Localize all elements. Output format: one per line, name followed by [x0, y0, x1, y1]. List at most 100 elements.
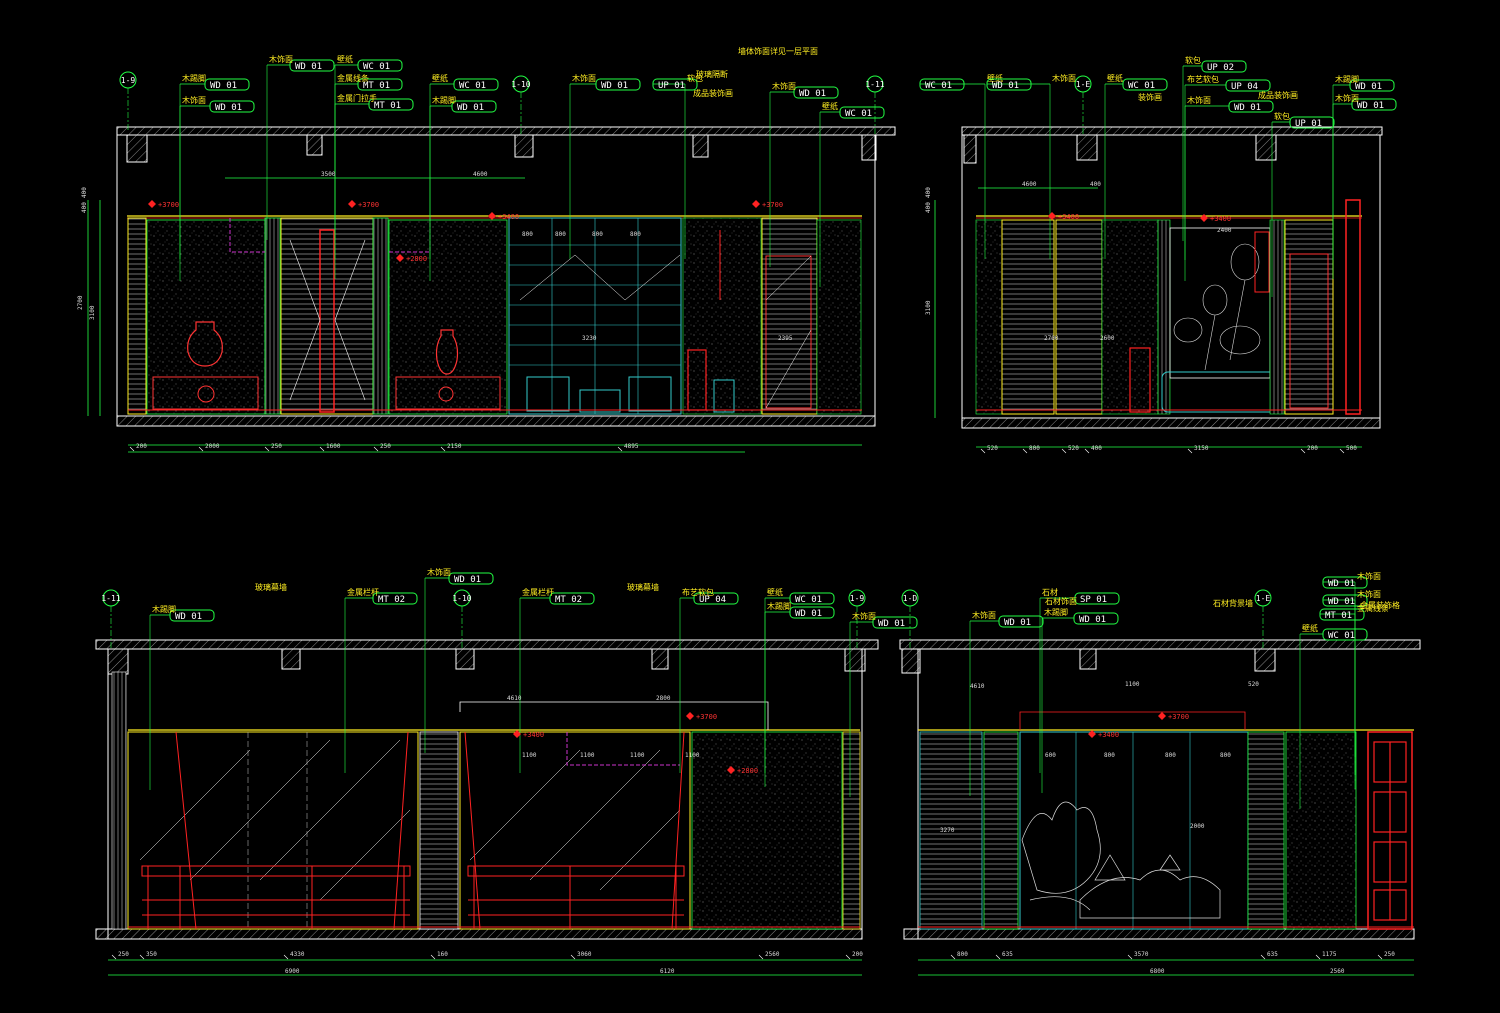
tag-code: UP 04: [1231, 82, 1258, 92]
tag-box: [986, 78, 1032, 91]
dimension-value: 400: [81, 187, 88, 198]
dimension-value: 4610: [507, 695, 522, 702]
dimension-value: 400: [81, 202, 88, 213]
metal-railing: [467, 865, 685, 929]
tag-material-label: 木饰面: [427, 567, 451, 577]
side-table: [579, 389, 621, 413]
dimension-value: 3100: [925, 300, 932, 315]
sub-dimension-value: 3230: [582, 335, 597, 342]
dimension-value: 1175: [1322, 951, 1337, 958]
level-marker: +3700: [348, 200, 379, 209]
tag-box: [789, 592, 835, 605]
dimension-value: 635: [1002, 951, 1013, 958]
tag-code: WD 01: [215, 103, 242, 113]
level-diamond-icon: [148, 200, 156, 208]
wood-door: [761, 217, 818, 415]
tag-code: WD 01: [1328, 579, 1355, 589]
sub-dimension-value: 800: [1104, 752, 1115, 759]
level-diamond-icon: [727, 766, 735, 774]
elevation-a: [87, 126, 896, 453]
callout-note: 金属装饰格: [1360, 600, 1400, 610]
callout-note: 墙体饰面详见一层平面: [738, 46, 818, 56]
axis-label: 1-9: [850, 594, 865, 603]
tag-box: [289, 59, 335, 72]
tag-box: [839, 106, 885, 119]
tag-material-label: 木踢脚: [182, 73, 206, 83]
axis-label: 1-9: [121, 76, 136, 85]
beam: [692, 134, 709, 158]
axis-marker: 1-9: [119, 71, 137, 130]
tag-box: [204, 78, 250, 91]
sub-dimension-value: 800: [522, 231, 533, 238]
tag-box: [1201, 60, 1247, 73]
tag-box: [1074, 592, 1120, 605]
tag-box: [169, 609, 215, 622]
axis-marker: 1-11: [101, 589, 121, 648]
callout-note: 玻璃幕墙: [627, 582, 659, 592]
tag-material-label: 布艺软包: [682, 587, 714, 597]
tag-box: [1122, 78, 1168, 91]
tag-box: [357, 78, 403, 91]
beam: [514, 134, 534, 158]
tag-box: [451, 100, 497, 113]
tag-material-label: 金属门拉手: [337, 93, 377, 103]
dimension-value: 2150: [447, 443, 462, 450]
wallpaper-panel: [1285, 731, 1357, 930]
dimension-value: 4895: [624, 443, 639, 450]
sub-dimension-value: 1100: [630, 752, 645, 759]
beam: [306, 134, 323, 156]
ceiling-slab: [116, 126, 896, 136]
tag-code: WD 01: [878, 619, 905, 629]
tag-code: WD 01: [1079, 615, 1106, 625]
tag-box: [919, 78, 965, 91]
tag-code: UP 01: [1295, 119, 1322, 129]
tag-code: MT 01: [363, 81, 390, 91]
level-diamond-icon: [348, 200, 356, 208]
level-diamond-icon: [513, 730, 521, 738]
tag-code: WC 01: [925, 81, 952, 91]
level-marker: +3400: [513, 730, 544, 739]
axis-label: 1-E: [1256, 594, 1271, 603]
tag-code: UP 04: [699, 595, 726, 605]
axis-marker: 1-10: [511, 75, 531, 134]
dimension-value: 3570: [1134, 951, 1149, 958]
sub-dimension-value: 800: [630, 231, 641, 238]
tag-code: WD 01: [1234, 103, 1261, 113]
tag-material-label: 软包: [1274, 111, 1290, 121]
tag-code: UP 02: [1207, 63, 1234, 73]
tag-code: WD 01: [1357, 101, 1384, 111]
sub-dimension-value: 800: [1165, 752, 1176, 759]
metal-railing: [141, 865, 411, 929]
level-diamond-icon: [686, 712, 694, 720]
dimension-value: 2000: [205, 443, 220, 450]
level-marker: +3400: [1200, 214, 1231, 223]
floor-lamp: [1129, 347, 1151, 413]
tag-box: [1225, 79, 1271, 92]
callout-note: 装饰画: [1138, 92, 1162, 102]
dimension-value: 3060: [577, 951, 592, 958]
tag-code: WD 01: [175, 612, 202, 622]
level-value: +3700: [358, 201, 379, 209]
tag-code: WC 01: [1328, 631, 1355, 641]
landscape-carving: [1021, 801, 1221, 919]
tag-box: [1289, 116, 1335, 129]
dimension-value: 4600: [473, 171, 488, 178]
dimension-value: 2560: [765, 951, 780, 958]
tag-code: WD 01: [457, 103, 484, 113]
tag-box: [368, 98, 414, 111]
level-diamond-icon: [396, 254, 404, 262]
level-value: +3400: [1098, 731, 1119, 739]
tag-material-label: 石材: [1042, 587, 1058, 597]
